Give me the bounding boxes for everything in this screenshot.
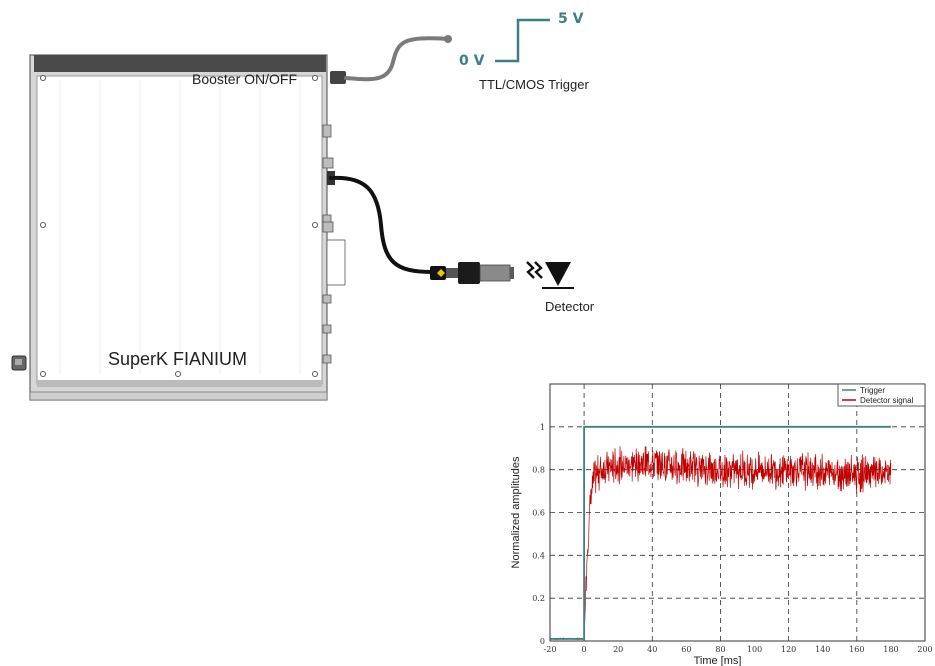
detector-signal-series: [549, 446, 892, 641]
x-tick-label: 200: [917, 645, 932, 654]
trigger-low-label: 0 V: [459, 53, 485, 69]
x-tick-label: 20: [613, 645, 623, 654]
detector-cable: [327, 171, 514, 284]
trigger-series: [550, 425, 891, 640]
x-tick-label: -20: [544, 645, 557, 654]
x-tick-label: 140: [815, 645, 830, 654]
x-tick-label: 40: [647, 645, 657, 654]
legend-trigger-label: Trigger: [860, 386, 885, 395]
x-tick-label: 100: [747, 645, 762, 654]
legend-box: [837, 383, 926, 407]
detector-label: Detector: [545, 299, 595, 314]
y-tick-label: 0.8: [532, 466, 545, 475]
x-tick-label: 80: [715, 645, 725, 654]
booster-port-label: Booster ON/OFF: [192, 71, 298, 87]
trigger-high-label: 5 V: [558, 11, 584, 27]
x-tick-label: 180: [883, 645, 898, 654]
trigger-step-symbol: [495, 18, 550, 63]
booster-cable: [330, 35, 452, 84]
laser-device: [11, 54, 346, 401]
y-tick-label: 1: [540, 423, 545, 432]
x-tick-label: 120: [781, 645, 796, 654]
x-tick-label: 60: [681, 645, 691, 654]
x-tick-label: 0: [582, 645, 587, 654]
x-tick-label: 160: [849, 645, 864, 654]
y-tick-label: 0: [540, 637, 545, 646]
trigger-type-label: TTL/CMOS Trigger: [479, 77, 589, 92]
y-tick-label: 0.2: [532, 594, 545, 603]
y-tick-label: 0.6: [532, 509, 545, 518]
legend-detector-label: Detector signal: [860, 396, 914, 405]
device-name-label: SuperK FIANIUM: [108, 349, 248, 369]
y-tick-label: 0.4: [532, 551, 545, 560]
y-axis-label: Normalized amplitudes: [510, 456, 522, 568]
x-axis-label: Time [ms]: [694, 655, 742, 666]
detector-icon: [526, 261, 574, 289]
